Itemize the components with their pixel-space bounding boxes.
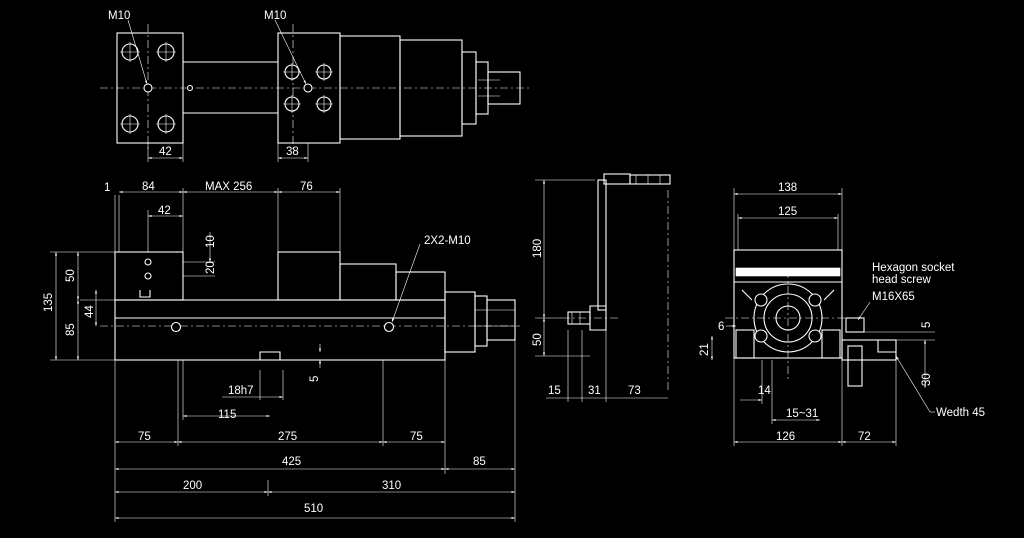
- front-dim-max: MAX 256: [205, 181, 252, 193]
- handle-dim-50: 50: [532, 333, 544, 346]
- front-dim-50: 50: [65, 269, 77, 282]
- side-dim-6: 6: [718, 321, 724, 333]
- top-view: M10 M10 42 38: [100, 10, 530, 162]
- front-dim-310: 310: [382, 480, 401, 492]
- handle-dim-73: 73: [628, 385, 641, 397]
- front-dim-425: 425: [282, 456, 301, 468]
- front-dim-135: 135: [43, 293, 55, 312]
- top-left-bolt-holes: [120, 42, 194, 134]
- handle-view: 180 50 15 31 73: [532, 173, 671, 402]
- front-dim-10: 10: [205, 235, 217, 248]
- top-dim-42: 42: [159, 146, 172, 158]
- front-dim-85-vertical: 85: [65, 323, 77, 336]
- side-screw-line1: Hexagon socket: [872, 262, 955, 274]
- handle-dim-31: 31: [588, 385, 601, 397]
- handle-dim-180: 180: [532, 239, 544, 258]
- front-dim-20: 20: [205, 261, 217, 274]
- side-dim-21: 21: [699, 343, 711, 356]
- side-screw-line2: head screw: [872, 274, 932, 286]
- front-dim-18h7: 18h7: [228, 385, 254, 397]
- top-right-thread-label: M10: [264, 10, 286, 22]
- top-left-thread-label: M10: [108, 10, 130, 22]
- front-dim-200: 200: [183, 480, 202, 492]
- front-dim-275: 275: [278, 431, 297, 443]
- side-view: 138 125 Hexagon socket head screw M16X65…: [699, 182, 985, 446]
- side-dim-138: 138: [778, 182, 797, 194]
- front-dim-75-right: 75: [410, 431, 423, 443]
- front-dim-75-left: 75: [138, 431, 151, 443]
- front-dim-42: 42: [158, 205, 171, 217]
- side-dim-30: 30: [921, 373, 933, 386]
- side-dim-126: 126: [776, 431, 795, 443]
- top-right-bolt-holes: [283, 63, 333, 113]
- top-dim-38: 38: [286, 146, 299, 158]
- front-dim-76: 76: [300, 181, 313, 193]
- front-dim-510: 510: [304, 503, 323, 515]
- front-dim-1: 1: [104, 182, 110, 194]
- front-thread-label: 2X2-M10: [424, 235, 471, 247]
- side-screw-size: M16X65: [872, 291, 915, 303]
- side-dim-5: 5: [921, 322, 933, 328]
- side-dim-range: 15~31: [786, 408, 818, 420]
- side-dim-125: 125: [778, 206, 797, 218]
- side-dim-72: 72: [858, 431, 871, 443]
- front-dim-44: 44: [84, 305, 96, 318]
- handle-dim-15: 15: [548, 385, 561, 397]
- side-dim-14: 14: [758, 385, 771, 397]
- front-dim-84: 84: [142, 181, 155, 193]
- front-dim-115: 115: [218, 409, 236, 421]
- front-view: 2X2-M10 1 84 MAX 256 76 42 10 20 135 50 …: [43, 181, 520, 522]
- front-dim-5: 5: [309, 376, 321, 382]
- side-width-label: Wedth 45: [936, 407, 985, 419]
- front-dim-85-horizontal: 85: [473, 456, 486, 468]
